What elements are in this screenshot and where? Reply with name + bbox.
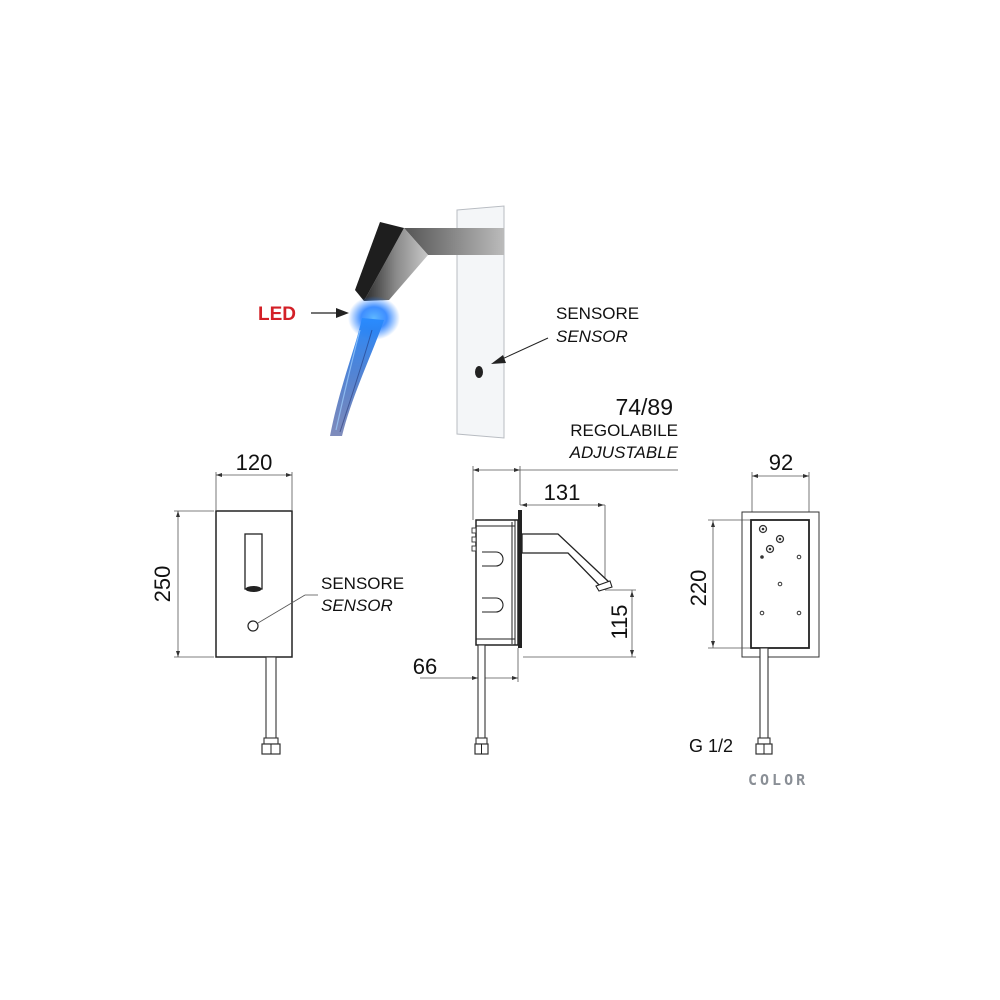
sensor-dot [475,366,483,378]
product-render: LED SENSORE SENSOR [258,205,639,439]
front-sensor-label-it: SENSORE [321,574,404,593]
front-sensor-label-en: SENSOR [321,596,393,615]
adjustable-label-en: ADJUSTABLE [569,443,679,462]
wall-plate [456,205,505,439]
rear-view: 92 220 G 1/2 [686,450,820,756]
front-spout [244,533,263,590]
led-label: LED [258,304,296,325]
front-view: 120 250 SENSORE SENSOR [150,450,404,755]
adjustable-dim: 74/89 [615,394,673,420]
front-height-dim: 250 [150,566,175,603]
spout-body [364,228,428,301]
spout-length-dim: 131 [544,480,581,505]
spout-height-dim: 115 [607,604,632,639]
side-spout [521,533,611,590]
rear-width-dim: 92 [769,450,793,475]
render-sensor-label-it: SENSORE [556,304,639,323]
spout-edge [355,222,404,301]
brand-mark: COLOR [748,771,808,789]
front-sensor [247,620,259,632]
side-view: 74/89 REGOLABILE ADJUSTABLE 131 [413,394,679,755]
water-stream [330,318,384,436]
rear-height-dim: 220 [686,570,711,607]
front-width-dim: 120 [236,450,273,475]
render-sensor-label-en: SENSOR [556,327,628,346]
side-wall-plate [518,510,522,648]
sensor-arrow [499,337,549,361]
spout-arm [404,228,504,255]
connection-label: G 1/2 [689,736,733,756]
box-depth-dim: 66 [413,654,437,679]
adjustable-label-it: REGOLABILE [570,421,678,440]
